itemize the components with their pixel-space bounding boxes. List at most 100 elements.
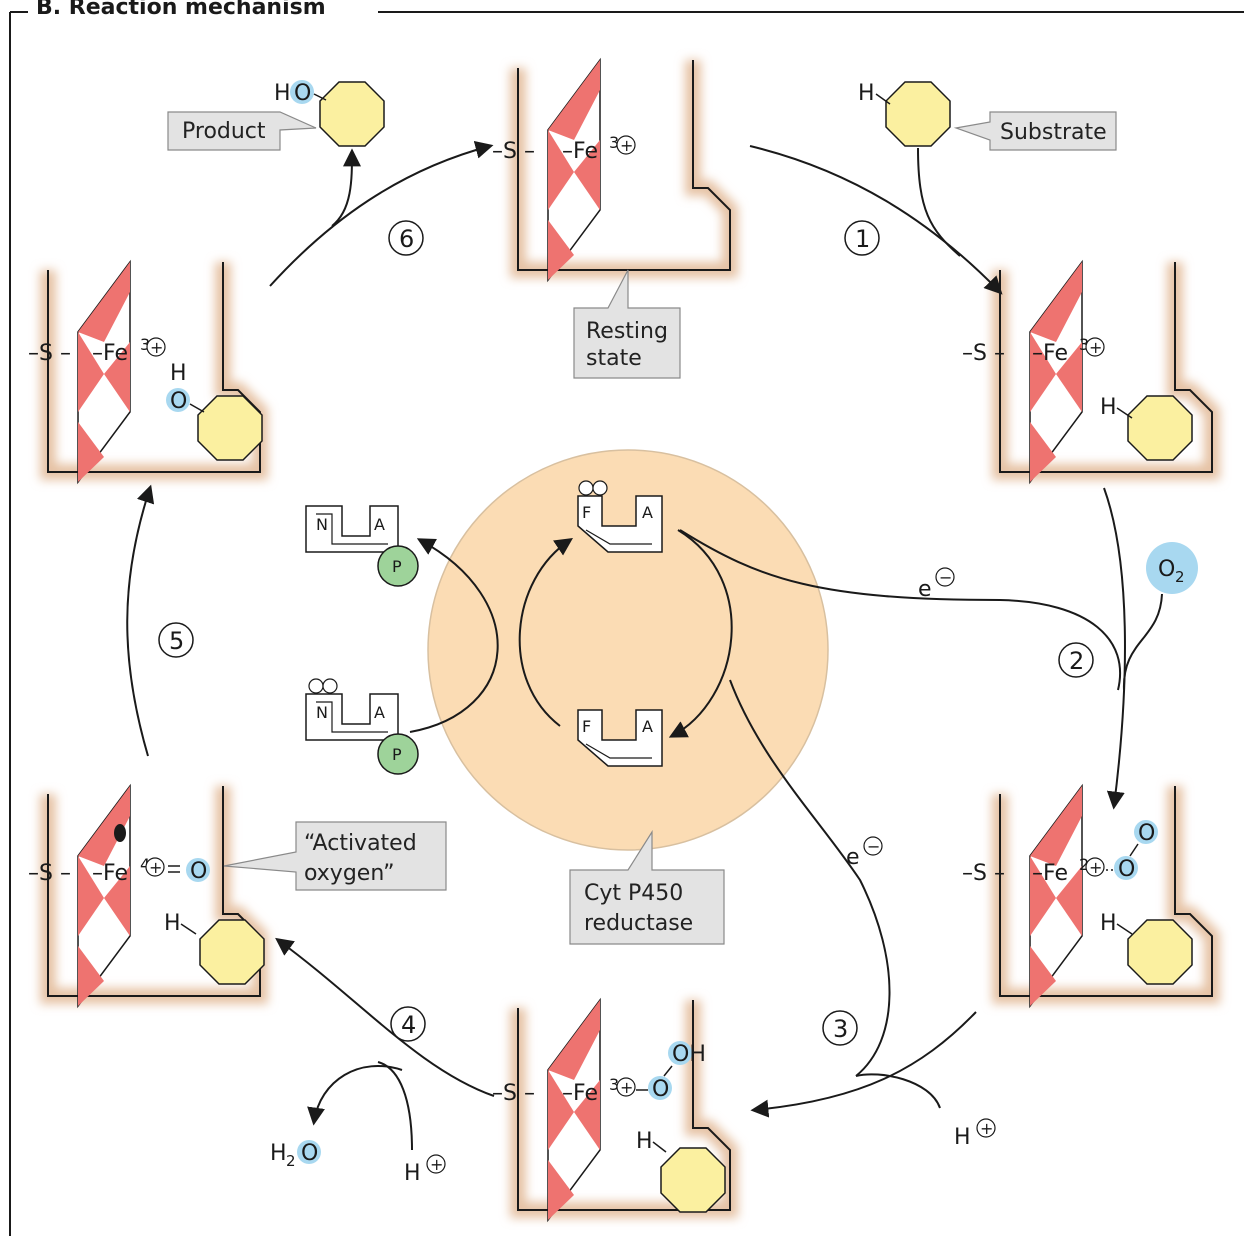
step-4: 4 <box>390 1006 426 1042</box>
electron-upper: e − <box>918 567 955 602</box>
product-label: Product <box>182 119 266 144</box>
step-3: 3 <box>822 1010 858 1046</box>
step-6: 6 <box>388 220 424 256</box>
svg-text:N: N <box>316 703 328 722</box>
svg-text:2: 2 <box>1069 647 1084 675</box>
svg-text:A: A <box>642 503 653 522</box>
water-h: H <box>270 1141 287 1166</box>
nadph-reduced: N A P <box>305 678 419 775</box>
s2-fe-ox: 2 <box>1079 855 1089 874</box>
s2-substrate-h: H <box>1100 911 1117 936</box>
s3-charge: + <box>620 1078 633 1097</box>
svg-text:O: O <box>170 389 187 414</box>
state-peroxo <box>518 1000 730 1223</box>
svg-text:P: P <box>392 557 402 576</box>
s2-charge-icon <box>1085 857 1105 877</box>
s5-fe-ox: 3 <box>140 335 150 354</box>
electron-path-1 <box>679 529 1122 691</box>
reductase-label-1: Cyt P450 <box>584 881 683 906</box>
fad-oxidized: F A <box>577 709 663 767</box>
product-molecule <box>319 81 385 147</box>
svg-text:O: O <box>1158 557 1175 582</box>
electron-path-2 <box>729 679 891 1077</box>
svg-text:F: F <box>582 717 591 736</box>
s5-product-h: H <box>170 361 187 386</box>
s1-substrate-h: H <box>1100 395 1117 420</box>
reductase-disc <box>427 449 829 851</box>
svg-text:O: O <box>294 81 311 106</box>
nadp-oxidized: N A P <box>305 505 419 587</box>
s3-charge-icon <box>616 1077 636 1097</box>
arrow-step-3 <box>750 1011 977 1118</box>
svg-text:2: 2 <box>1175 568 1185 586</box>
resting-charge: + <box>620 136 633 155</box>
s4-substrate-h: H <box>164 911 181 936</box>
resting-callout: Resting state <box>573 269 681 379</box>
arrow-step-1 <box>749 145 1003 295</box>
s1-charge-icon <box>1085 337 1105 357</box>
arrow-step-2 <box>1103 487 1126 810</box>
svg-text:e: e <box>846 845 860 870</box>
svg-text:A: A <box>374 703 385 722</box>
s4-charge-icon <box>145 857 165 877</box>
substrate-molecule <box>885 81 951 147</box>
resting-fe: –Fe <box>562 139 598 164</box>
s5-fe: –Fe <box>92 341 128 366</box>
free-o2 <box>1146 542 1198 594</box>
step-5: 5 <box>158 622 194 658</box>
svg-text:4: 4 <box>401 1011 416 1039</box>
svg-text:O: O <box>652 1077 669 1102</box>
resting-label-2: state <box>586 346 642 371</box>
step-1: 1 <box>844 220 880 256</box>
state-product-bound <box>48 262 262 485</box>
state-activated-oxygen <box>48 786 264 1009</box>
water-oxygen <box>297 1140 321 1164</box>
step-2: 2 <box>1058 642 1094 678</box>
reductase-callout: Cyt P450 reductase <box>569 829 725 945</box>
s5-charge-icon <box>146 337 166 357</box>
s2-oxygen-a <box>1114 856 1138 880</box>
svg-text:e: e <box>918 577 932 602</box>
svg-text:A: A <box>374 515 385 534</box>
s3-substrate-h: H <box>636 1129 653 1154</box>
state-o2-bound <box>1000 786 1212 1009</box>
proton-bottom-left: H + <box>404 1154 446 1186</box>
svg-text:O: O <box>1118 857 1135 882</box>
proton-bottom-right: H + <box>954 1118 996 1150</box>
svg-text:1: 1 <box>855 225 870 253</box>
svg-text:3: 3 <box>833 1015 848 1043</box>
svg-text:H: H <box>404 1161 421 1186</box>
substrate-h: H <box>858 81 875 106</box>
s5-oxygen <box>166 388 190 412</box>
radical-dot <box>114 824 126 842</box>
svg-text:+: + <box>980 1119 993 1138</box>
svg-text:F: F <box>582 503 591 522</box>
substrate-label: Substrate <box>1000 120 1107 145</box>
state-substrate-bound <box>1000 262 1212 485</box>
arrow-step-6 <box>269 141 494 287</box>
state-resting <box>518 60 730 283</box>
s5-charge: + <box>150 338 163 357</box>
reductase-arrow-right <box>668 529 733 738</box>
panel-title: B. Reaction mechanism <box>36 0 326 20</box>
resting-s-ligand: –S – <box>492 139 535 164</box>
reductase-label-2: reductase <box>584 911 693 936</box>
nadph-arrow <box>409 538 499 733</box>
product-oxygen <box>290 80 314 104</box>
svg-text:O: O <box>301 1141 318 1166</box>
product-h: H <box>274 81 291 106</box>
s3-oxygen-a <box>648 1076 672 1100</box>
svg-text:A: A <box>642 717 653 736</box>
svg-text:O: O <box>190 859 207 884</box>
activated-oxygen-callout: “Activated oxygen” <box>223 821 447 891</box>
s2-oxygen-b <box>1134 820 1158 844</box>
svg-text:O: O <box>1138 821 1155 846</box>
activated-label-2: oxygen” <box>304 861 394 886</box>
arrow-step-5 <box>126 484 155 757</box>
substrate-callout: Substrate <box>953 111 1117 151</box>
svg-text:2: 2 <box>286 1152 296 1170</box>
s3-s-ligand: –S – <box>492 1081 535 1106</box>
s3-fe-ox: 3 <box>609 1075 619 1094</box>
svg-text:−: − <box>867 837 880 856</box>
svg-text:N: N <box>316 515 328 534</box>
